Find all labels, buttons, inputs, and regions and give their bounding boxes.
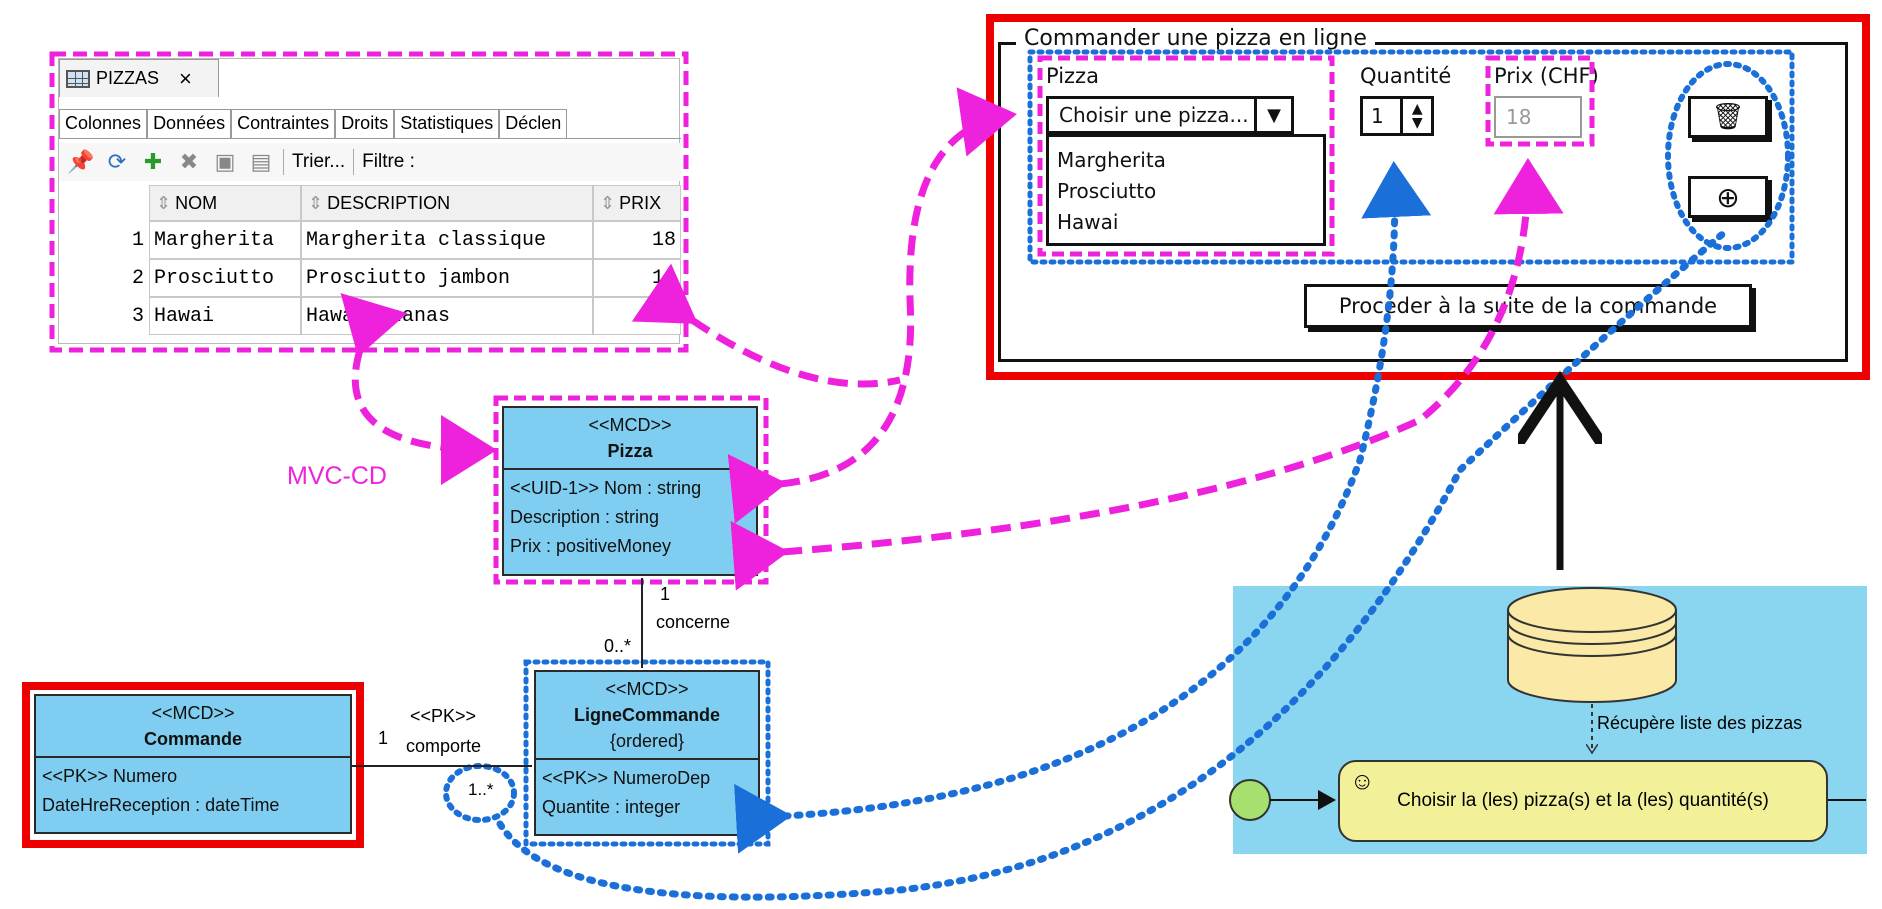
class-stereotype: <<MCD>> bbox=[151, 703, 235, 723]
sort-icon: ⇕ bbox=[156, 192, 172, 213]
column-header-prix[interactable]: ⇕ PRIX bbox=[593, 185, 681, 221]
subtab-donnees[interactable]: Données bbox=[147, 109, 232, 138]
uml-class-lignecommande[interactable]: <<MCD>> LigneCommande {ordered} <<PK>> N… bbox=[534, 670, 760, 836]
multiplicity-label: 1..* bbox=[468, 780, 494, 799]
pizza-select-value: Choisir une pizza... bbox=[1059, 103, 1249, 127]
uml-class-commande[interactable]: <<MCD>> Commande <<PK>> Numero DateHreRe… bbox=[34, 694, 352, 834]
class-stereotype: <<MCD>> bbox=[605, 679, 689, 699]
column-label: PRIX bbox=[619, 192, 662, 213]
rollback-icon[interactable]: ▤ bbox=[250, 149, 272, 174]
table-cell[interactable]: Margherita classique bbox=[301, 221, 593, 259]
price-field: 18 bbox=[1494, 96, 1582, 138]
pizza-option[interactable]: Margherita bbox=[1057, 148, 1166, 172]
price-label: Prix (CHF) bbox=[1494, 64, 1599, 88]
filter-label: Filtre : bbox=[362, 151, 415, 172]
quantity-label: Quantité bbox=[1360, 64, 1452, 88]
sort-button[interactable]: Trier... bbox=[292, 151, 346, 172]
delete-row-icon[interactable]: ✖ bbox=[179, 149, 199, 174]
insert-row-icon[interactable]: ✚ bbox=[143, 149, 163, 174]
proceed-button[interactable]: Procéder à la suite de la commande bbox=[1304, 284, 1752, 328]
user-icon: ☺ bbox=[1350, 768, 1375, 795]
class-attribute: DateHreReception : dateTime bbox=[42, 795, 280, 815]
pizza-option[interactable]: Prosciutto bbox=[1057, 179, 1157, 203]
class-name: Commande bbox=[143, 729, 242, 749]
quantity-value: 1 bbox=[1371, 104, 1384, 128]
class-name: LigneCommande bbox=[573, 705, 720, 725]
subtab-colonnes[interactable]: Colonnes bbox=[59, 109, 148, 138]
mvccd-label: MVC-CD bbox=[287, 462, 387, 490]
class-attribute: <<UID-1>> Nom : string bbox=[510, 478, 702, 498]
chevron-down-icon[interactable]: ▼ bbox=[1254, 99, 1291, 131]
class-attribute: <<PK>> Numero bbox=[42, 766, 178, 786]
subtab-statistiques[interactable]: Statistiques bbox=[394, 109, 500, 138]
subtab-droits[interactable]: Droits bbox=[335, 109, 395, 138]
tab-title: PIZZAS bbox=[96, 68, 160, 88]
sort-icon: ⇕ bbox=[308, 192, 324, 213]
association-stereotype: <<PK>> bbox=[410, 706, 477, 726]
commit-icon[interactable]: ▣ bbox=[214, 149, 236, 174]
table-cell[interactable]: Hawai bbox=[149, 297, 301, 335]
table-cell[interactable]: Margherita bbox=[149, 221, 301, 259]
arrow-table-to-pizza bbox=[340, 293, 497, 485]
arrow-table-branch bbox=[631, 263, 901, 388]
uml-class-pizza[interactable]: <<MCD>> Pizza <<UID-1>> Nom : string Des… bbox=[502, 406, 758, 576]
column-label: NOM bbox=[175, 192, 218, 213]
pizza-select[interactable]: Choisir une pizza... ▼ bbox=[1046, 96, 1294, 134]
task-label: Choisir la (les) pizza(s) et la (les) qu… bbox=[1397, 790, 1769, 811]
class-stereotype: <<MCD>> bbox=[588, 415, 672, 435]
class-constraint: {ordered} bbox=[609, 731, 685, 751]
column-label: DESCRIPTION bbox=[327, 192, 451, 213]
pizza-options-list: Margherita Prosciutto Hawai bbox=[1046, 134, 1326, 246]
class-name: Pizza bbox=[607, 441, 653, 461]
class-attribute: Prix : positiveMoney bbox=[510, 536, 672, 556]
pizza-option[interactable]: Hawai bbox=[1057, 210, 1119, 234]
subtab-contraintes[interactable]: Contraintes bbox=[231, 109, 336, 138]
add-button[interactable]: ⊕ bbox=[1688, 176, 1768, 218]
datastore-label: Pizzas bbox=[1566, 660, 1620, 680]
class-attribute: Description : string bbox=[510, 507, 660, 527]
table-cell[interactable]: Hawai ananas bbox=[301, 297, 593, 335]
pin-icon[interactable]: 📌 bbox=[67, 149, 95, 174]
task-choisir[interactable]: ☺ Choisir la (les) pizza(s) et la (les) … bbox=[1338, 760, 1828, 842]
association-label: concerne bbox=[656, 612, 731, 632]
pizza-label: Pizza bbox=[1046, 64, 1099, 88]
table-cell[interactable]: 19 bbox=[593, 259, 681, 297]
refresh-icon[interactable]: ⟳ bbox=[107, 149, 127, 174]
trash-icon: 🗑 bbox=[1711, 102, 1745, 132]
db-subtabs: Colonnes Données Contraintes Droits Stat… bbox=[59, 109, 681, 139]
table-icon bbox=[66, 69, 90, 88]
stepper-arrows-icon[interactable]: ▲▼ bbox=[1400, 99, 1431, 133]
toolbar-separator bbox=[283, 149, 284, 175]
toolbar-separator bbox=[353, 149, 355, 175]
association-label: comporte bbox=[406, 736, 482, 756]
multiplicity-label: 0..* bbox=[604, 636, 632, 656]
multiplicity-label: 1 bbox=[378, 728, 389, 748]
db-table-view: PIZZAS × Colonnes Données Contraintes Dr… bbox=[58, 58, 681, 344]
class-attribute: Quantite : integer bbox=[542, 797, 681, 817]
table-cell[interactable]: Prosciutto bbox=[149, 259, 301, 297]
sort-icon: ⇕ bbox=[600, 192, 616, 213]
close-icon[interactable]: × bbox=[179, 65, 192, 91]
table-cell[interactable]: 20 bbox=[593, 297, 681, 335]
table-cell[interactable]: 18 bbox=[593, 221, 681, 259]
subtab-declencheurs[interactable]: Déclen bbox=[499, 109, 568, 138]
row-number: 2 bbox=[59, 259, 149, 297]
row-number: 3 bbox=[59, 297, 149, 335]
multiplicity-label: 1 bbox=[660, 584, 671, 604]
quantity-stepper[interactable]: 1 ▲▼ bbox=[1360, 96, 1434, 136]
row-number: 1 bbox=[59, 221, 149, 259]
mockup-title: Commander une pizza en ligne bbox=[1016, 26, 1375, 51]
arrow-pizza-to-select bbox=[727, 87, 1017, 524]
column-header-description[interactable]: ⇕ DESCRIPTION bbox=[301, 185, 593, 221]
plus-circle-icon: ⊕ bbox=[1716, 180, 1740, 214]
table-cell[interactable]: Prosciutto jambon bbox=[301, 259, 593, 297]
dataflow-label: Récupère liste des pizzas bbox=[1597, 713, 1803, 733]
tab-pizzas[interactable]: PIZZAS × bbox=[59, 59, 219, 97]
db-toolbar: 📌 ⟳ ✚ ✖ ▣ ▤ Trier... Filtre : bbox=[59, 143, 681, 181]
column-header-nom[interactable]: ⇕ NOM bbox=[149, 185, 301, 221]
class-attribute: <<PK>> NumeroDep bbox=[542, 768, 711, 788]
delete-button[interactable]: 🗑 bbox=[1688, 96, 1768, 138]
